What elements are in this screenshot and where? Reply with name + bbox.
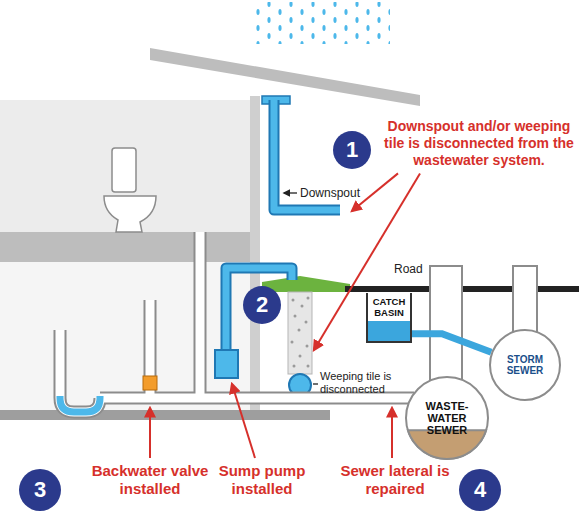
p-trap: [60, 330, 100, 412]
cleanout-outline: [144, 300, 157, 398]
road-label: Road: [394, 262, 423, 276]
wastewater-sewer: WASTE- WATER SEWER: [405, 376, 489, 460]
sump-discharge-outline: [226, 268, 292, 352]
callout-circle-circle: [243, 286, 281, 324]
toilet-tank: [112, 148, 136, 192]
leader-arrow: [232, 384, 255, 458]
part-label: Weeping tile is disconnected: [320, 370, 404, 396]
sump-discharge-pipe: [226, 268, 292, 352]
callout-circle: 2: [242, 285, 282, 325]
grass: [262, 276, 350, 292]
gravel-dots: [291, 297, 310, 368]
callout-circle-circle: [19, 469, 61, 511]
callout-note: Backwater valve installed: [85, 462, 215, 498]
wastewater-sewer-circle: [406, 377, 488, 459]
roof: [150, 48, 420, 106]
callout-note: Sump pump installed: [212, 462, 312, 498]
callout-circle: 3: [18, 468, 62, 512]
exterior-wall: [250, 96, 260, 410]
rain-drops: [250, 2, 390, 44]
part-name: WASTE- WATER SEWER: [416, 400, 478, 436]
callout-circle-circle: [333, 131, 371, 169]
sump-pit: [215, 350, 238, 378]
wastewater-riser: [430, 266, 462, 382]
part-label: Downspout: [300, 186, 360, 200]
callout-note: Downspout and/or weeping tile is disconn…: [383, 118, 575, 168]
leader-line: [313, 383, 318, 384]
catch-basin: CATCH BASIN: [366, 293, 412, 343]
part-name: STORM SEWER: [497, 354, 553, 376]
leader-arrow: [284, 192, 297, 193]
leader-arrow: [149, 408, 151, 458]
storm-sewer-circle: [490, 330, 560, 400]
callout-number: 2: [256, 293, 268, 317]
part-name: CATCH BASIN: [371, 297, 407, 319]
storm-riser: [513, 266, 537, 334]
toilet-drain: [196, 232, 205, 398]
basement-floor: [0, 410, 330, 420]
gravel-column: [288, 292, 312, 374]
pipe-connector: [412, 334, 491, 353]
callout-circle-circle: [459, 469, 501, 511]
storm-sewer: STORM SEWER: [489, 329, 561, 401]
callout-number: 3: [34, 478, 46, 502]
upper-room: [0, 100, 250, 232]
callout-note: Sewer lateral is repaired: [340, 462, 450, 498]
leader-arrow: [391, 408, 393, 458]
drain-outline: [194, 232, 207, 398]
backwater-valve: [143, 376, 157, 390]
trap-water: [60, 396, 100, 412]
p-trap-outline: [60, 330, 100, 412]
callout-number: 1: [346, 138, 358, 162]
basement-room: [0, 262, 250, 410]
toilet-bowl: [104, 196, 156, 232]
callout-number: 4: [474, 478, 486, 502]
floor-slab: [0, 232, 260, 262]
callout-circle: 4: [458, 468, 502, 512]
callout-circle: 1: [332, 130, 372, 170]
